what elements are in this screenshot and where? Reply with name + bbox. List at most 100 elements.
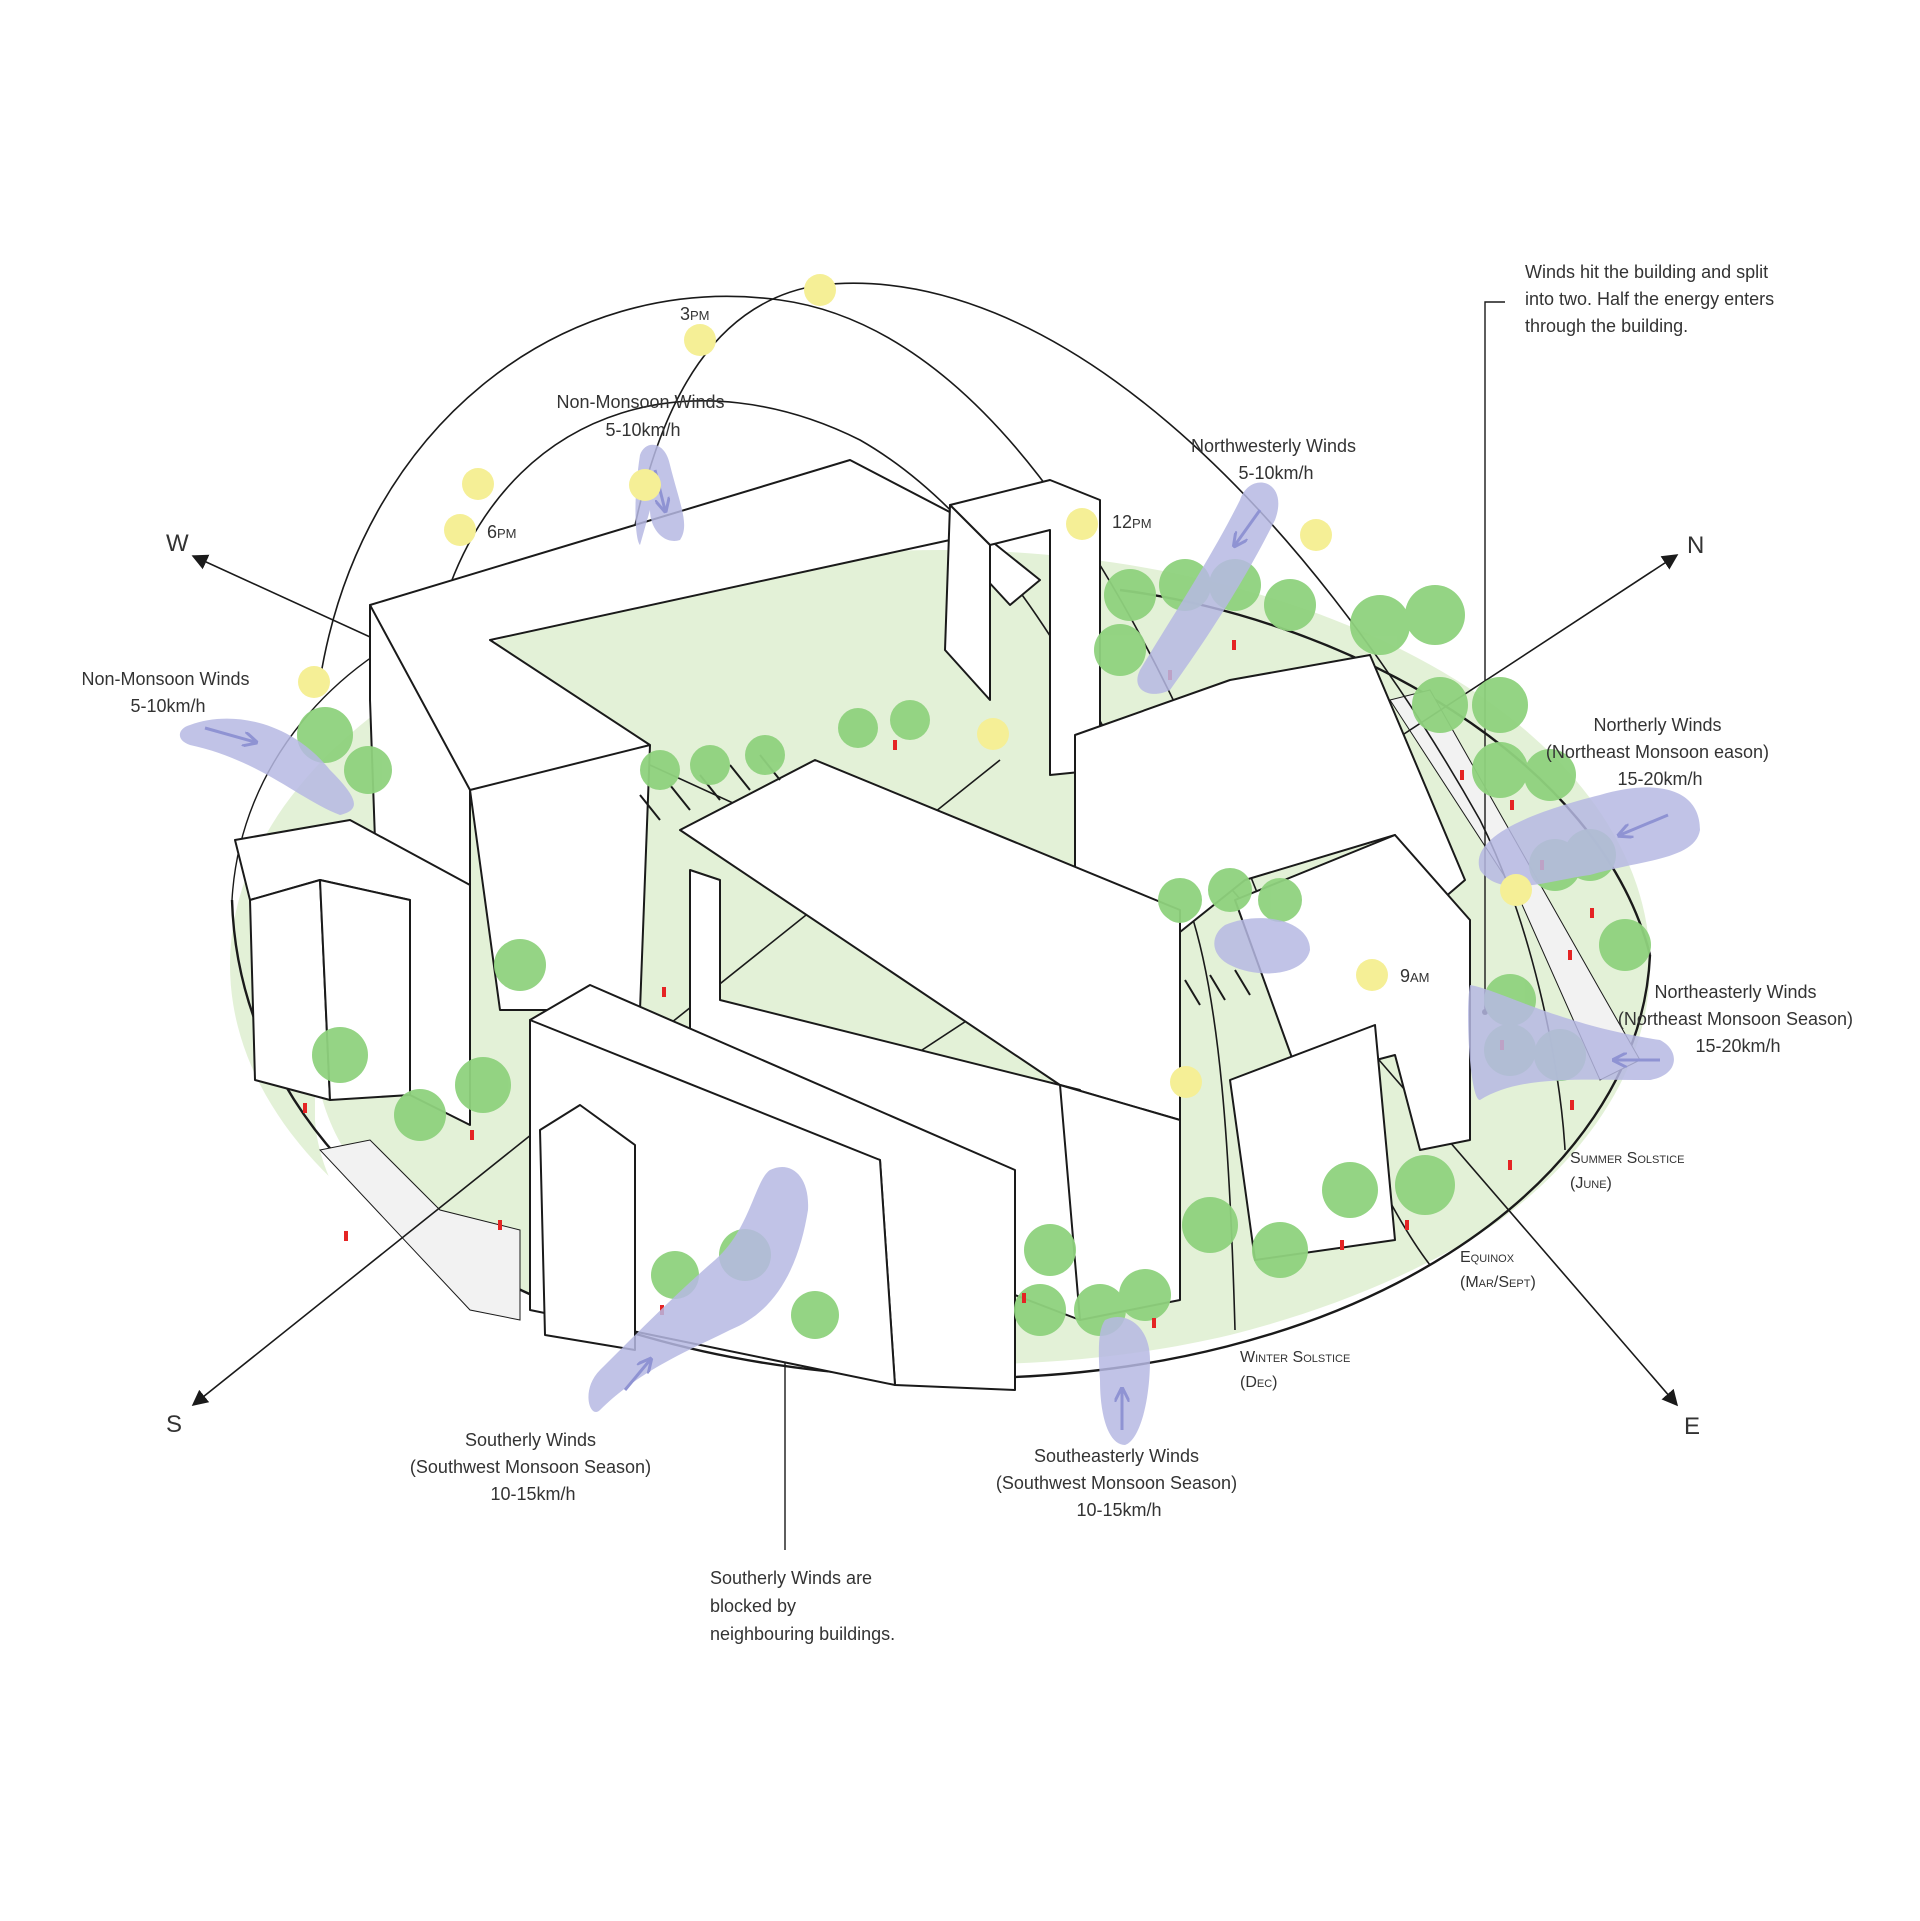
person-icon [1460,770,1464,780]
sun-icon [804,274,836,306]
tree-icon [1264,579,1316,631]
person-icon [1508,1160,1512,1170]
sun-icon [444,514,476,546]
person-icon [303,1103,307,1113]
time-12pm: 12pm [1112,512,1152,532]
sun-icon [298,666,330,698]
tree-icon [494,939,546,991]
season-summer: Summer Solstice (June) [1570,1150,1689,1192]
tree-icon [1412,677,1468,733]
person-icon [1570,1100,1574,1110]
label-non-monsoon-top: Non-Monsoon Winds 5-10km/h [556,392,729,440]
time-3pm: 3pm [680,304,710,324]
wind-arrow-icon [1620,813,1669,835]
time-9am: 9am [1400,966,1430,986]
tree-icon [1599,919,1651,971]
tree-icon [1104,569,1156,621]
tree-icon [394,1089,446,1141]
person-icon [1510,800,1514,810]
tree-icon [640,750,680,790]
sun-icon [1066,508,1098,540]
person-icon [470,1130,474,1140]
sun-icon [629,469,661,501]
tree-icon [312,1027,368,1083]
tree-icon [890,700,930,740]
wind-labels: Non-Monsoon Winds 5-10km/h Northwesterly… [81,392,1858,1520]
person-icon [1152,1318,1156,1328]
wind-arrow-icon [204,726,255,742]
wind-northerly [1478,787,1700,887]
tree-icon [1208,868,1252,912]
tree-icon [1322,1162,1378,1218]
tree-icon [455,1057,511,1113]
sun-path-winter [449,400,1236,1331]
wind-non-monsoon-left [179,718,354,815]
sun-icon [977,718,1009,750]
tree-icon [344,746,392,794]
person-icon [1405,1220,1409,1230]
tree-icon [1405,585,1465,645]
tree-icon [1162,887,1198,923]
tree-icon [690,745,730,785]
tree-icon [1119,1269,1171,1321]
wind-northeasterly [1468,985,1674,1100]
person-icon [1232,640,1236,650]
season-labels: Summer Solstice (June) Equinox (Mar/Sept… [1240,1150,1689,1391]
compass-w: W [166,530,189,557]
note-split: Winds hit the building and split into tw… [1525,262,1779,336]
sun-icon [1170,1066,1202,1098]
wind-flows [179,444,1700,1445]
person-icon [1022,1293,1026,1303]
wind-arrow-icon [1235,509,1262,545]
sun-time-labels: 3pm 6pm 12pm 9am [487,304,1430,986]
label-northerly: Northerly Winds (Northeast Monsoon eason… [1546,715,1774,789]
tree-icon [1524,749,1576,801]
label-northwesterly: Northwesterly Winds 5-10km/h [1191,436,1361,483]
tree-icon [838,708,878,748]
person-icon [344,1231,348,1241]
note-blocked: Southerly Winds are blocked by neighbour… [710,1568,895,1644]
person-icon [1568,950,1572,960]
person-icon [662,987,666,997]
tree-icon [1472,742,1528,798]
tree-icon [1258,878,1302,922]
wind-southeasterly [1098,1316,1150,1445]
season-equinox: Equinox (Mar/Sept) [1460,1249,1536,1291]
label-southeasterly: Southeasterly Winds (Southwest Monsoon S… [996,1446,1242,1520]
tree-icon [1395,1155,1455,1215]
suns [298,274,1532,1098]
sun-icon [684,324,716,356]
tree-icon [791,1291,839,1339]
tree-icon [1472,677,1528,733]
sun-icon [1500,874,1532,906]
compass-n: N [1687,532,1704,559]
sun-icon [1356,959,1388,991]
buildings [234,459,1471,1391]
tree-icon [1252,1222,1308,1278]
tree-icon [1014,1284,1066,1336]
label-non-monsoon-left: Non-Monsoon Winds 5-10km/h [81,669,254,716]
tree-icon [745,735,785,775]
person-icon [1590,908,1594,918]
wind-southerly [588,1166,809,1412]
compass-e: E [1684,1413,1700,1440]
label-northeasterly: Northeasterly Winds (Northeast Monsoon S… [1618,982,1858,1056]
sun-icon [1300,519,1332,551]
sun-icon [462,468,494,500]
tree-icon [1182,1197,1238,1253]
time-6pm: 6pm [487,522,517,542]
season-winter: Winter Solstice (Dec) [1240,1349,1355,1391]
tree-icon [1094,624,1146,676]
wind-arrow-icon [623,1360,650,1391]
wind-courtyard [1214,918,1310,974]
tree-icon [1350,595,1410,655]
label-southerly: Southerly Winds (Southwest Monsoon Seaso… [410,1430,656,1504]
annotation-notes: Winds hit the building and split into tw… [710,262,1779,1644]
compass-s: S [166,1411,182,1438]
tree-icon [1024,1224,1076,1276]
person-icon [1340,1240,1344,1250]
tree-icon [297,707,353,763]
person-icon [893,740,897,750]
person-icon [498,1220,502,1230]
